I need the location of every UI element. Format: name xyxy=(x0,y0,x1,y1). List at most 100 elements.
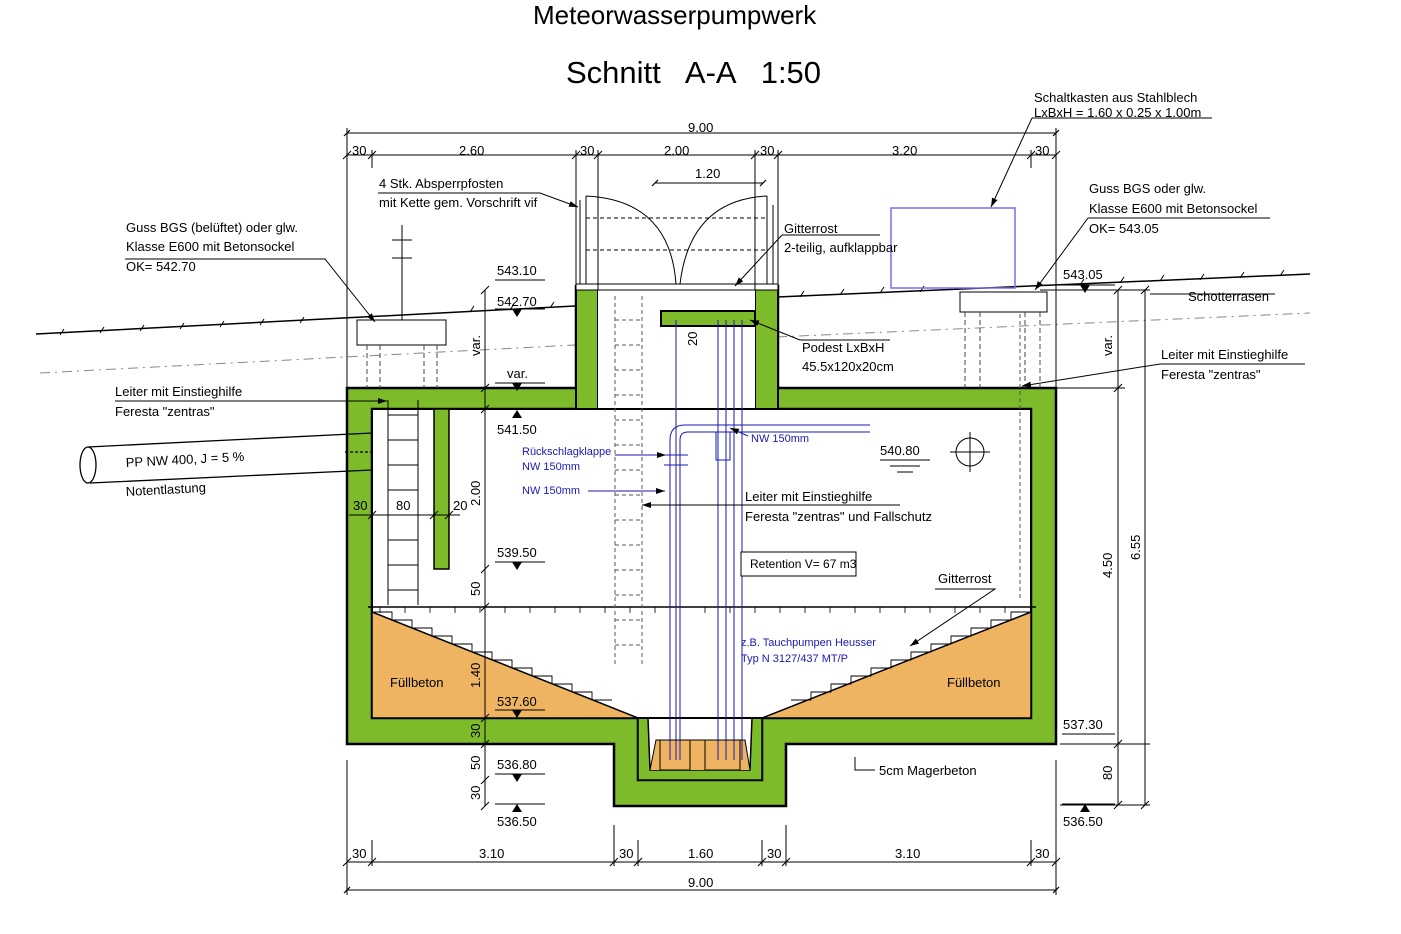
dim-bottom-3: 30 xyxy=(619,846,633,861)
manhole-right xyxy=(959,291,1048,388)
stairs-right xyxy=(791,611,1031,701)
label-fuell-left: Füllbeton xyxy=(390,675,443,690)
blue-leaders xyxy=(588,427,749,494)
label-absperr-2: mit Kette gem. Vorschrift vif xyxy=(379,195,538,210)
dim-top-6: 3.20 xyxy=(892,143,917,158)
dim-top-1: 30 xyxy=(352,143,366,158)
dim-top-2: 2.60 xyxy=(459,143,484,158)
level-536-50-right: 536.50 xyxy=(1063,814,1103,829)
label-leiter-right-1: Leiter mit Einstieghilfe xyxy=(1161,347,1288,362)
level-537-60: 537.60 xyxy=(497,694,537,709)
label-leiter-left-2: Feresta "zentras" xyxy=(115,404,215,419)
label-rueckschlag-1: Rückschlagklappe xyxy=(522,446,611,458)
level-539-50: 539.50 xyxy=(497,545,537,560)
level-triangles xyxy=(512,285,1090,812)
overflow-pipe xyxy=(79,432,373,484)
label-pump-2: Typ N 3127/437 MT/P xyxy=(741,653,848,665)
label-schotter: Schotterrasen xyxy=(1188,289,1269,304)
dim-bottom-1: 30 xyxy=(352,846,366,861)
label-guss-right-3: OK= 543.05 xyxy=(1089,221,1159,236)
label-schaltkasten-2: LxBxH = 1.60 x 0.25 x 1.00m xyxy=(1034,105,1201,120)
dim-bottom-7: 30 xyxy=(1035,846,1049,861)
label-pipe: PP NW 400, J = 5 % xyxy=(125,449,245,470)
dim-right-450: 4.50 xyxy=(1100,553,1115,578)
dim-right-655: 6.55 xyxy=(1128,535,1143,560)
dim-bottom-total: 9.00 xyxy=(688,875,713,890)
dim-hatch: 1.20 xyxy=(695,166,720,181)
drawing-subtitle: Schnitt A-A 1:50 xyxy=(566,55,822,90)
label-gitter-top-2: 2-teilig, aufklappbar xyxy=(784,240,898,255)
dim-top-4: 2.00 xyxy=(664,143,689,158)
label-guss-left-2: Klasse E600 mit Betonsockel xyxy=(126,239,294,254)
label-guss-right-2: Klasse E600 mit Betonsockel xyxy=(1089,201,1257,216)
partition-wall xyxy=(433,408,450,570)
retention-box xyxy=(740,551,857,577)
level-542-70: 542.70 xyxy=(497,294,537,309)
level-540-80: 540.80 xyxy=(880,443,920,458)
dim-bottom-5: 30 xyxy=(767,846,781,861)
dim-right-80: 80 xyxy=(1100,766,1115,780)
label-podest-1: Podest LxBxH xyxy=(802,340,884,355)
level-lines xyxy=(495,279,1115,805)
level-543-10: 543.10 xyxy=(497,263,537,278)
label-leiter-mid-2: Feresta "zentras" und Fallschutz xyxy=(745,509,932,524)
dim-left-30a: 30 xyxy=(468,724,483,738)
shaft-opening-right-wall xyxy=(754,285,779,410)
label-nw-left: NW 150mm xyxy=(522,485,580,497)
label-absperr-1: 4 Stk. Absperrpfosten xyxy=(379,176,503,191)
level-543-05: 543.05 xyxy=(1063,267,1103,282)
shaft-opening-left-wall xyxy=(575,285,599,410)
label-guss-left-1: Guss BGS (belüftet) oder glw. xyxy=(126,220,298,235)
label-gitter-top-1: Gitterrost xyxy=(784,221,838,236)
label-retention: Retention V= 67 m3 xyxy=(750,557,857,571)
dim-top-total: 9.00 xyxy=(688,120,713,135)
dimensions-right xyxy=(1040,285,1150,810)
label-nw-right: NW 150mm xyxy=(751,433,809,445)
label-leiter-right-2: Feresta "zentras" xyxy=(1161,367,1261,382)
dim-bottom-4: 1.60 xyxy=(688,846,713,861)
dim-ladder-a: 30 xyxy=(353,498,367,513)
dim-top-5: 30 xyxy=(760,143,774,158)
label-notentlastung: Notentlastung xyxy=(125,480,206,499)
level-541-50: 541.50 xyxy=(497,422,537,437)
drawing-title: Meteorwasserpumpwerk xyxy=(533,0,817,30)
dim-left-50b: 50 xyxy=(468,756,483,770)
switch-cabinet xyxy=(890,207,1016,289)
dim-left-140: 1.40 xyxy=(468,663,483,688)
label-podest-2: 45.5x120x20cm xyxy=(802,359,894,374)
label-guss-right-1: Guss BGS oder glw. xyxy=(1089,181,1206,196)
hatch-lid xyxy=(575,195,779,291)
label-fuell-right: Füllbeton xyxy=(947,675,1000,690)
label-magerbeton: 5cm Magerbeton xyxy=(879,763,977,778)
podest xyxy=(660,310,756,327)
dim-ladder-b: 80 xyxy=(396,498,410,513)
level-536-80: 536.80 xyxy=(497,757,537,772)
manhole-left xyxy=(356,225,447,388)
dim-podest: 20 xyxy=(685,332,700,346)
level-537-30: 537.30 xyxy=(1063,717,1103,732)
label-leiter-left-1: Leiter mit Einstieghilfe xyxy=(115,384,242,399)
level-536-50-left: 536.50 xyxy=(497,814,537,829)
label-guss-left-3: OK= 542.70 xyxy=(126,259,196,274)
stairs-left xyxy=(372,611,612,701)
dim-left-200: 2.00 xyxy=(468,481,483,506)
dim-bottom-2: 3.10 xyxy=(479,846,504,861)
leader-lines xyxy=(115,117,1305,771)
dim-top-7: 30 xyxy=(1035,143,1049,158)
dim-ladder-c: 20 xyxy=(453,498,467,513)
ladder-center xyxy=(614,296,643,665)
dim-left-50: 50 xyxy=(468,582,483,596)
label-leiter-mid-1: Leiter mit Einstieghilfe xyxy=(745,489,872,504)
label-gitter-low: Gitterrost xyxy=(938,571,992,586)
dim-left-var: var. xyxy=(468,335,483,356)
label-schaltkasten-1: Schaltkasten aus Stahlblech xyxy=(1034,90,1197,105)
dimensions-left xyxy=(349,285,490,811)
fill-concrete-right xyxy=(761,610,1032,719)
fill-concrete-left xyxy=(371,610,639,719)
water-level-marker xyxy=(950,432,990,472)
label-rueckschlag-2: NW 150mm xyxy=(522,461,580,473)
level-var: var. xyxy=(507,366,528,381)
dimensions-top xyxy=(342,128,1061,390)
pump-pipes xyxy=(659,320,870,771)
